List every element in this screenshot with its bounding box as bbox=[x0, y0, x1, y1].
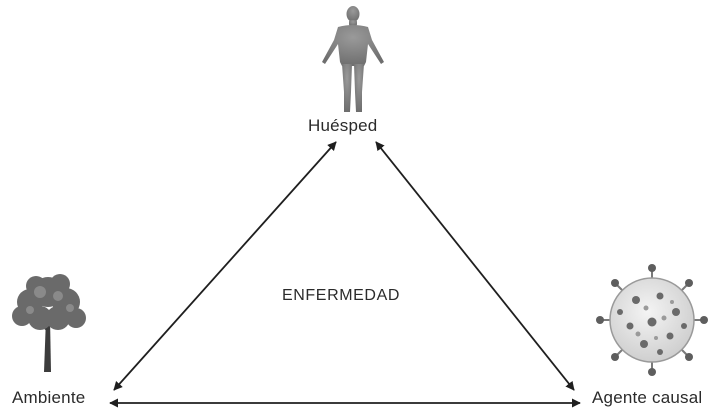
human-figure-icon bbox=[322, 6, 384, 112]
tree-icon bbox=[12, 274, 86, 372]
causal-agent-label: Agente causal bbox=[592, 388, 703, 407]
arrow-host-environment bbox=[113, 141, 337, 391]
environment-label: Ambiente bbox=[12, 388, 86, 407]
host-label: Huésped bbox=[308, 116, 378, 135]
arrow-host-agent bbox=[375, 141, 575, 391]
disease-label: ENFERMEDAD bbox=[282, 287, 401, 304]
virus-icon bbox=[596, 264, 708, 376]
